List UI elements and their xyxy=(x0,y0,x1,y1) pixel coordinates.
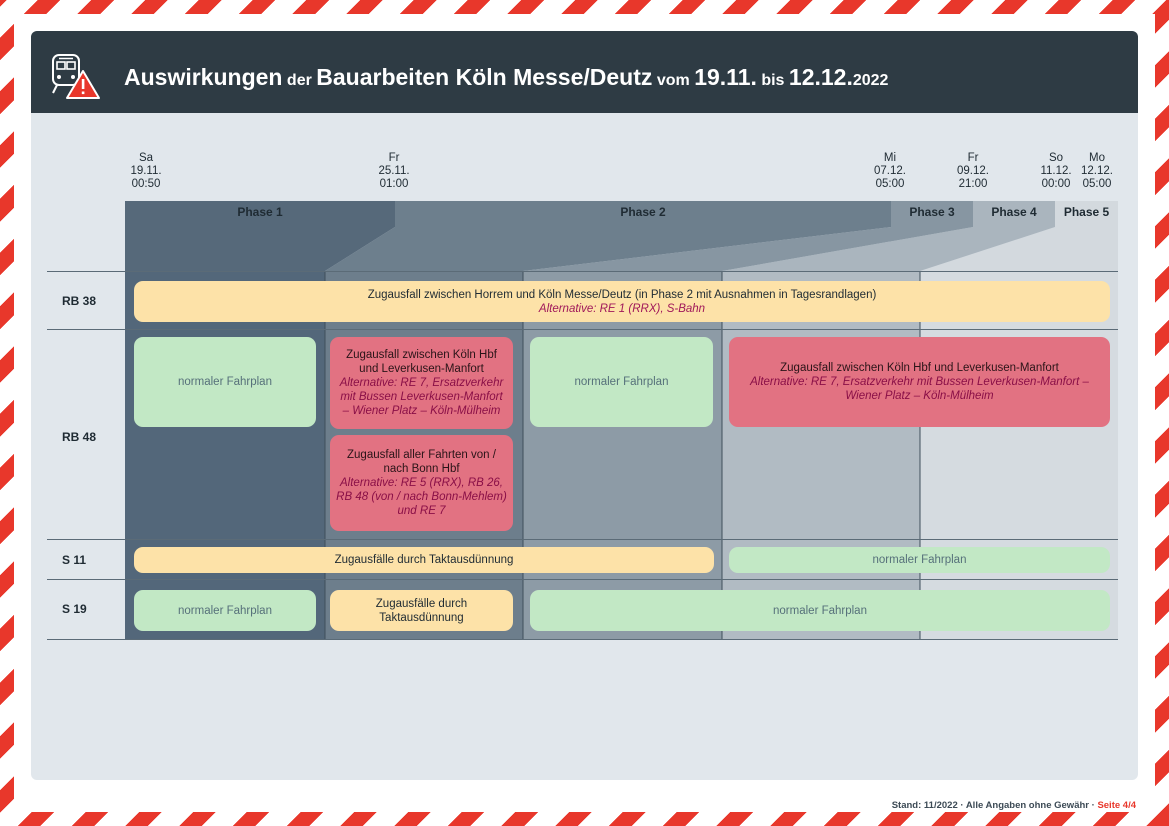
title-part: vom xyxy=(652,72,695,89)
row-label-s11: S 11 xyxy=(62,553,87,567)
page-number: Seite 4/4 xyxy=(1097,800,1136,811)
timeline-date: Sa 19.11. 00:50 xyxy=(111,152,181,191)
cell-alternative: Alternative: RE 7, Ersatzverkehr mit Bus… xyxy=(750,376,1089,402)
date-date: 09.12. xyxy=(957,165,989,177)
cell-text: Zugausfall zwischen Köln Hbf und Leverku… xyxy=(346,349,497,375)
timeline-date: Fr 09.12. 21:00 xyxy=(938,152,1008,191)
col-phase-3-4 xyxy=(722,271,920,639)
page-title: Auswirkungen der Bauarbeiten Köln Messe/… xyxy=(124,64,888,91)
s19-phase1-box: normaler Fahrplan xyxy=(134,590,316,631)
row-divider xyxy=(47,639,1118,640)
row-label-rb48: RB 48 xyxy=(62,430,97,444)
date-time: 05:00 xyxy=(1082,178,1112,190)
row-divider xyxy=(47,579,1118,580)
date-date: 07.12. xyxy=(874,165,906,177)
date-time: 01:00 xyxy=(379,178,409,190)
title-part: bis xyxy=(756,72,789,89)
cell-text: Zugausfall aller Fahrten von / nach Bonn… xyxy=(347,449,496,475)
date-day: Fr xyxy=(388,152,400,164)
s11-normal-box: normaler Fahrplan xyxy=(729,547,1110,573)
footer-text: Stand: 11/2022 · Alle Angaben ohne Gewäh… xyxy=(891,800,1098,811)
cell-text: Zugausfälle durch Taktausdünnung xyxy=(375,597,468,624)
phase-3-label: Phase 3 xyxy=(909,205,955,219)
row-divider xyxy=(47,329,1118,330)
col-phase-1 xyxy=(125,271,325,639)
col-phase-5 xyxy=(920,271,1118,639)
phase-1-band xyxy=(125,201,395,271)
cell-text: normaler Fahrplan xyxy=(872,554,967,566)
title-part: 2022 xyxy=(852,72,889,89)
col-phase-2b xyxy=(523,271,722,639)
row-divider xyxy=(47,539,1118,540)
date-time: 00:50 xyxy=(131,178,161,190)
phase-2-label: Phase 2 xyxy=(620,205,666,219)
date-day: Mo xyxy=(1089,152,1105,164)
phase-1-label: Phase 1 xyxy=(237,205,283,219)
cell-alternative: Alternative: RE 5 (RRX), RB 26, RB 48 (v… xyxy=(336,477,507,517)
cell-text: normaler Fahrplan xyxy=(773,604,867,617)
footer-note: Stand: 11/2022 · Alle Angaben ohne Gewäh… xyxy=(892,800,1136,811)
timeline-date: Fr 25.11. 01:00 xyxy=(359,152,429,191)
date-date: 25.11. xyxy=(378,165,410,177)
row-label-s19: S 19 xyxy=(62,602,87,616)
cell-text: normaler Fahrplan xyxy=(178,604,272,617)
s11-reduced-box: Zugausfälle durch Taktausdünnung xyxy=(134,547,714,573)
timeline-date: So 11.12. 00:00 xyxy=(1021,152,1091,191)
s19-phase2a-box: Zugausfälle durch Taktausdünnung xyxy=(330,590,513,631)
title-part: 19.11. xyxy=(694,64,757,90)
page-header: Auswirkungen der Bauarbeiten Köln Messe/… xyxy=(31,31,1138,113)
phase-3-band xyxy=(523,201,973,271)
cell-text: normaler Fahrplan xyxy=(178,376,272,388)
title-part: Bauarbeiten Köln Messe/Deutz xyxy=(316,64,653,90)
cell-text: Zugausfall zwischen Horrem und Köln Mess… xyxy=(367,288,877,301)
date-day: Fr xyxy=(967,152,979,164)
rb48-phase1-box: normaler Fahrplan xyxy=(134,337,316,427)
row-label-rb38: RB 38 xyxy=(62,294,97,308)
phase-4-band xyxy=(722,201,1055,271)
cell-alternative: Alternative: RE 7, Ersatzverkehr mit Bus… xyxy=(339,377,504,417)
date-day: Sa xyxy=(138,152,154,164)
date-time: 21:00 xyxy=(958,178,988,190)
row-divider xyxy=(47,271,1118,272)
cell-text: Zugausfall zwischen Köln Hbf und Leverku… xyxy=(780,362,1059,374)
title-part: 12.12. xyxy=(788,64,853,90)
phase-2-band xyxy=(325,201,891,271)
rb38-info-box: Zugausfall zwischen Horrem und Köln Mess… xyxy=(134,281,1110,322)
cell-text: Zugausfälle durch Taktausdünnung xyxy=(334,554,514,566)
date-day: Mi xyxy=(883,152,897,164)
phase-4-label: Phase 4 xyxy=(991,205,1037,219)
rb48-phase3-box: Zugausfall zwischen Köln Hbf und Leverku… xyxy=(729,337,1110,427)
cell-alternative: Alternative: RE 1 (RRX), S-Bahn xyxy=(538,302,706,315)
date-date: 19.11. xyxy=(130,165,162,177)
date-time: 00:00 xyxy=(1041,178,1071,190)
timeline-date: Mo 12.12. 05:00 xyxy=(1062,152,1132,191)
date-time: 05:00 xyxy=(875,178,905,190)
date-day: So xyxy=(1048,152,1064,164)
rb48-phase2a-top-box: Zugausfall zwischen Köln Hbf und Leverku… xyxy=(330,337,513,429)
title-part: Auswirkungen xyxy=(124,64,283,90)
train-warning-icon xyxy=(52,54,100,99)
title-part: der xyxy=(282,72,317,89)
date-date: 12.12. xyxy=(1081,165,1113,177)
timeline-date: Mi 07.12. 05:00 xyxy=(855,152,925,191)
rb48-phase2b-box: normaler Fahrplan xyxy=(530,337,713,427)
content-panel: Auswirkungen der Bauarbeiten Köln Messe/… xyxy=(31,31,1138,780)
rb48-phase2a-bottom-box: Zugausfall aller Fahrten von / nach Bonn… xyxy=(330,435,513,531)
s19-rest-box: normaler Fahrplan xyxy=(530,590,1110,631)
cell-text: normaler Fahrplan xyxy=(574,376,669,388)
phase-5-label: Phase 5 xyxy=(1063,205,1110,219)
date-date: 11.12. xyxy=(1040,165,1072,177)
